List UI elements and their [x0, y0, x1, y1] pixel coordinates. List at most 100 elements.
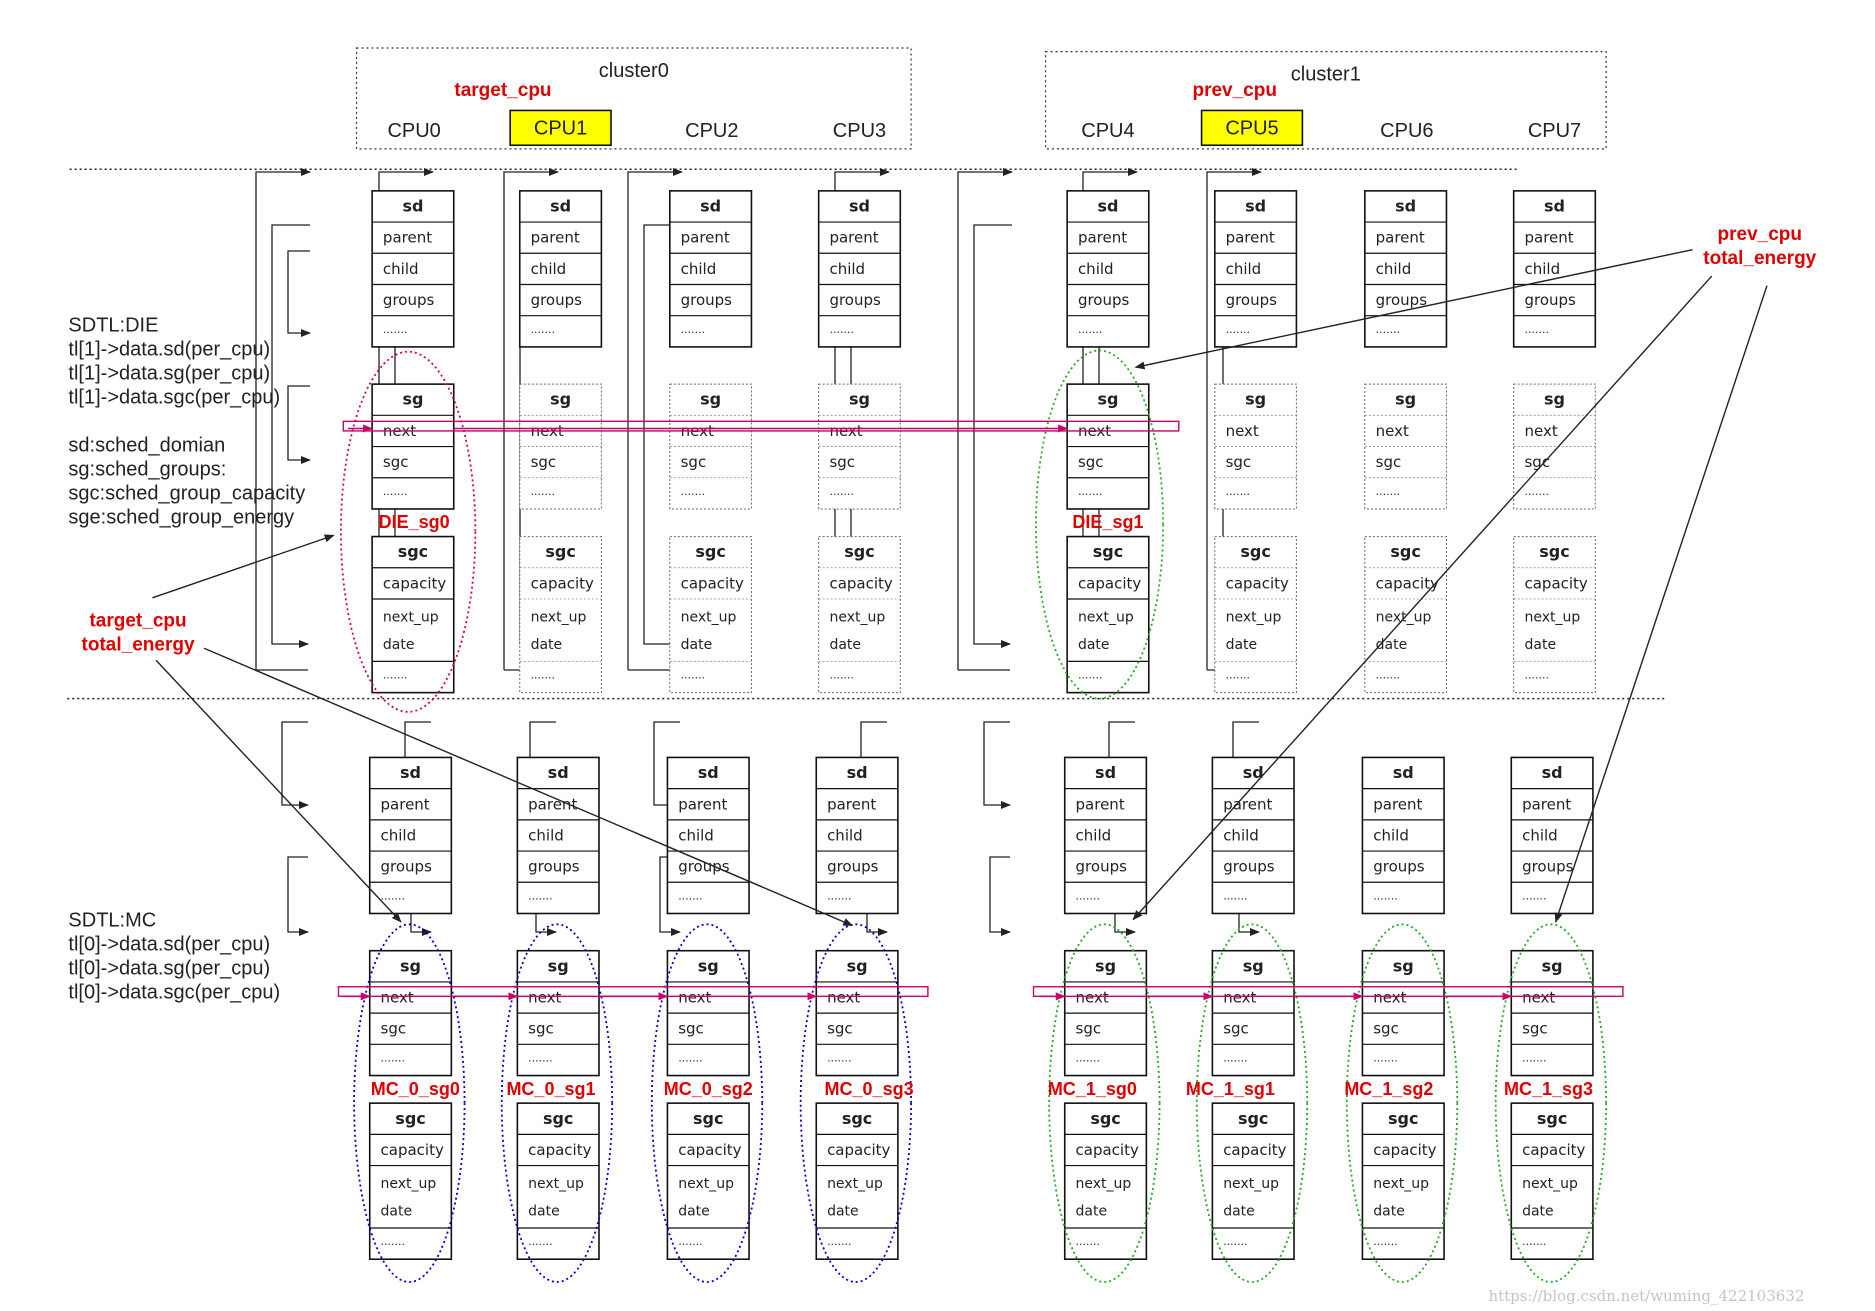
- field-label: next_up: [528, 1176, 584, 1192]
- field-label: child: [678, 826, 714, 844]
- sg-struct: sgnextsgc.......: [371, 383, 455, 510]
- struct-title: sgc: [1537, 1109, 1567, 1128]
- field-label: sgc: [1223, 1020, 1249, 1038]
- field-label: next_up: [1226, 609, 1282, 625]
- legend-note: tl[0]->data.sgc(per_cpu): [68, 982, 280, 1004]
- sgc-struct: sgccapacitynext_update.......: [1066, 535, 1150, 694]
- field-label: capacity: [531, 574, 594, 592]
- field-label: .......: [678, 1235, 702, 1248]
- struct-title: sgc: [1090, 1109, 1120, 1128]
- field-label: date: [1078, 637, 1110, 653]
- field-label: parent: [1524, 229, 1573, 247]
- struct-title: sg: [402, 390, 423, 409]
- field-label: .......: [827, 889, 851, 902]
- field-label: groups: [381, 858, 433, 876]
- struct-title: sgc: [1390, 542, 1420, 561]
- struct-title: sd: [1393, 763, 1414, 782]
- sd-struct: sdparentchildgroups.......: [518, 190, 603, 348]
- field-label: sgc: [1376, 453, 1402, 471]
- field-label: .......: [681, 669, 705, 682]
- sg-struct: sgnextsgc.......: [516, 949, 600, 1077]
- field-label: child: [1376, 260, 1412, 278]
- field-label: .......: [1226, 323, 1250, 336]
- child-pointer: [643, 224, 682, 648]
- cpu-role-label: target_cpu: [454, 80, 551, 101]
- field-label: capacity: [1223, 1141, 1286, 1159]
- field-label: next_up: [827, 1176, 883, 1192]
- sd-struct: sdparentchildgroups.......: [1364, 190, 1448, 348]
- sg-struct: sgnextsgc.......: [1066, 383, 1150, 510]
- field-label: sgc: [383, 453, 409, 471]
- struct-outline: [1066, 535, 1150, 694]
- field-label: parent: [1226, 229, 1275, 247]
- legend-note: tl[0]->data.sg(per_cpu): [68, 958, 270, 980]
- struct-title: sg: [400, 956, 421, 975]
- struct-title: sgc: [1388, 1109, 1418, 1128]
- legend-note: sg:sched_groups:: [68, 458, 226, 480]
- sgc-struct: sgccapacitynext_update.......: [1211, 1102, 1295, 1261]
- field-label: child: [531, 260, 567, 278]
- struct-title: sgc: [395, 1109, 425, 1128]
- cluster-title: cluster0: [599, 60, 669, 82]
- cpu-label: CPU1: [534, 117, 587, 139]
- struct-title: sgc: [1539, 542, 1569, 561]
- field-label: .......: [1223, 889, 1247, 902]
- field-label: child: [829, 260, 865, 278]
- struct-title: sgc: [1240, 542, 1270, 561]
- die-group-outline: [1035, 349, 1165, 700]
- field-label: parent: [381, 795, 430, 813]
- field-label: groups: [383, 291, 435, 309]
- field-label: .......: [1524, 485, 1548, 498]
- field-label: next_up: [1076, 1176, 1132, 1192]
- mc-group-outline: [1195, 923, 1309, 1283]
- field-label: parent: [829, 229, 878, 247]
- highlighted-cpu-box: [1200, 109, 1304, 147]
- annotation-label: total_energy: [82, 635, 195, 656]
- next-ring-bar: [342, 420, 1180, 432]
- sg-struct: sgnextsgc.......: [368, 949, 453, 1077]
- struct-title: sgc: [545, 542, 575, 561]
- sd-struct: sdparentchildgroups.......: [368, 756, 453, 915]
- sd-struct: sdparentchildgroups.......: [1063, 756, 1148, 915]
- legend-note: SDTL:DIE: [68, 314, 158, 336]
- field-label: date: [678, 1204, 710, 1220]
- group-label: MC_0_sg1: [506, 1079, 595, 1099]
- field-label: capacity: [528, 1141, 591, 1159]
- cpu-role-label: prev_cpu: [1192, 80, 1276, 101]
- field-label: parent: [1223, 795, 1272, 813]
- field-label: child: [1076, 826, 1112, 844]
- field-label: .......: [381, 889, 405, 902]
- struct-outline: [669, 536, 752, 694]
- struct-outline: [1063, 756, 1148, 915]
- struct-outline: [1361, 756, 1445, 915]
- struct-outline: [1510, 756, 1594, 915]
- field-label: parent: [1522, 795, 1571, 813]
- struct-outline: [516, 756, 600, 915]
- field-label: groups: [531, 291, 583, 309]
- field-label: .......: [531, 323, 555, 336]
- struct-outline: [669, 190, 753, 348]
- field-label: date: [1226, 637, 1258, 653]
- parent-pointer: [1206, 168, 1262, 670]
- field-label: capacity: [381, 1141, 444, 1159]
- struct-title: sgc: [1238, 1109, 1268, 1128]
- field-label: .......: [528, 1235, 552, 1248]
- group-label: MC_1_sg3: [1504, 1079, 1593, 1099]
- field-label: .......: [1373, 1051, 1397, 1064]
- field-label: next_up: [1522, 1176, 1578, 1192]
- field-label: groups: [1376, 291, 1428, 309]
- field-label: .......: [681, 323, 705, 336]
- struct-title: sgc: [543, 1109, 573, 1128]
- legend-note: tl[1]->data.sgc(per_cpu): [68, 386, 280, 408]
- cpu-label: CPU4: [1081, 120, 1134, 142]
- struct-title: sg: [1395, 390, 1416, 409]
- sgc-struct: sgccapacitynext_update.......: [1063, 1102, 1148, 1261]
- cpu-label: CPU2: [685, 120, 738, 142]
- field-label: .......: [1522, 889, 1546, 902]
- field-label: next_up: [1078, 609, 1134, 625]
- field-label: next: [678, 989, 711, 1007]
- field-label: next: [1076, 989, 1109, 1007]
- field-label: capacity: [1522, 1141, 1585, 1159]
- sgc-struct: sgccapacitynext_update.......: [1214, 536, 1297, 694]
- field-label: .......: [827, 1235, 851, 1248]
